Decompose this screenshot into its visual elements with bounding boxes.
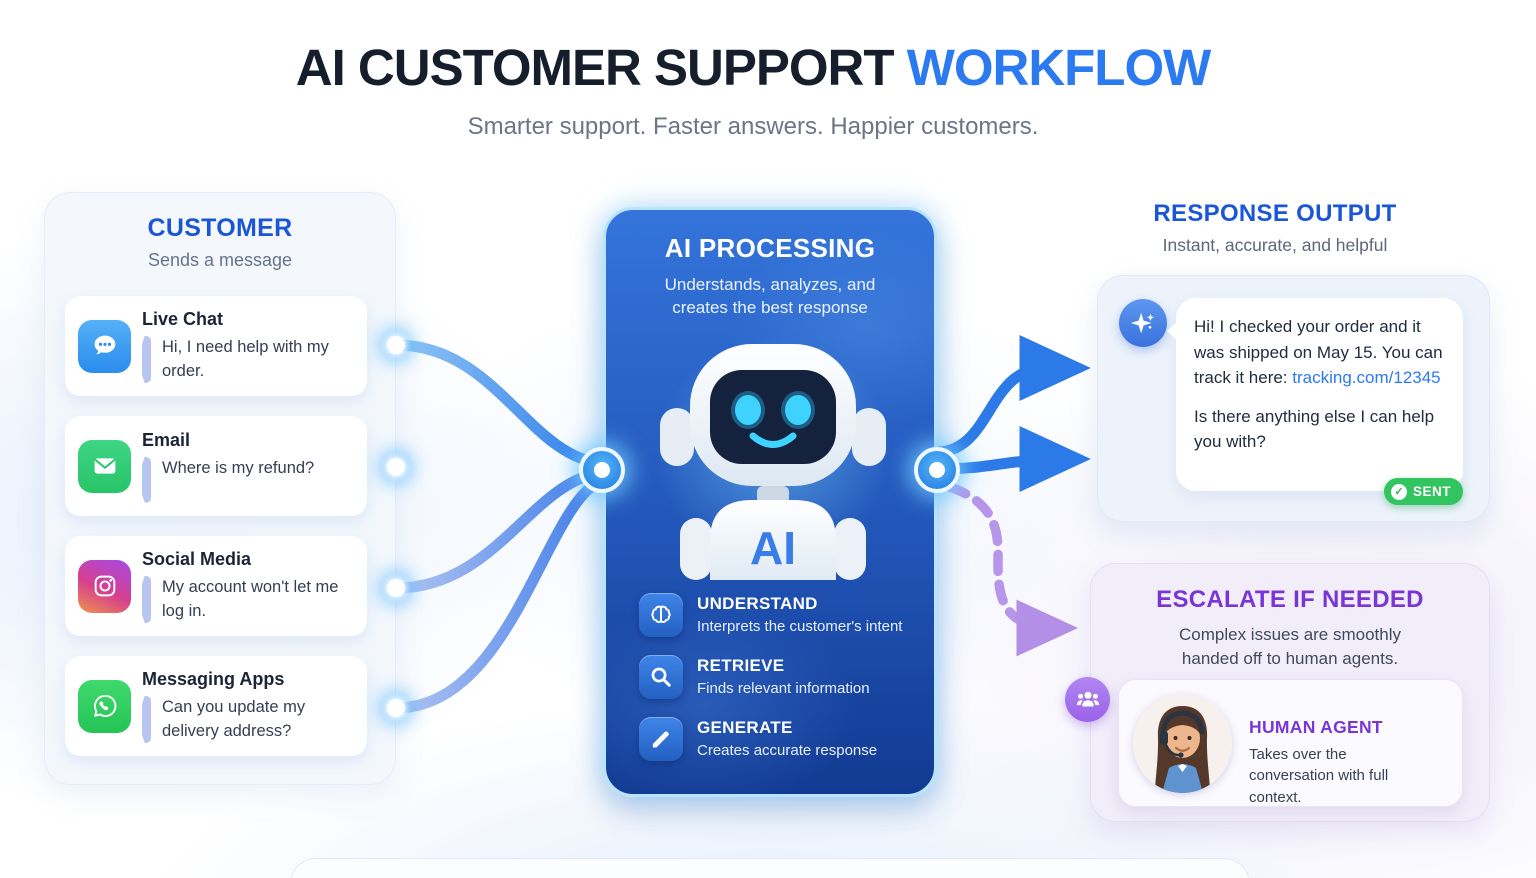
step-generate: GENERATE Creates accurate response	[639, 717, 914, 761]
response-output-header: RESPONSE OUTPUT Instant, accurate, and h…	[1060, 200, 1490, 256]
pencil-icon	[639, 717, 683, 761]
response-message: Hi! I checked your order and it was ship…	[1194, 314, 1445, 391]
status-badge-sent: ✓ SENT	[1384, 478, 1464, 505]
step-name: UNDERSTAND	[697, 594, 818, 613]
page-header: AI CUSTOMER SUPPORT WORKFLOW Smarter sup…	[0, 38, 1506, 141]
escalation-subtitle: Complex issues are smoothly handed off t…	[1178, 625, 1402, 668]
channel-message: Can you update my delivery address?	[162, 697, 306, 740]
channel-name: Email	[142, 429, 191, 450]
channel-card-messaging-apps: Messaging Apps Can you update my deliver…	[65, 656, 367, 756]
page-subtitle: Smarter support. Faster answers. Happier…	[467, 113, 1039, 140]
step-description: Finds relevant information	[697, 680, 870, 697]
brain-icon	[639, 593, 683, 637]
ai-processing-panel: AI PROCESSING Understands, analyzes, and…	[603, 207, 937, 797]
response-card: Hi! I checked your order and it was ship…	[1097, 275, 1490, 522]
page-title-dark: AI CUSTOMER SUPPORT	[295, 39, 895, 96]
agent-description: Takes over the conversation with full co…	[1249, 746, 1389, 806]
connector-dot	[387, 699, 405, 717]
customer-panel: CUSTOMER Sends a message Live Chat Hi, I…	[44, 192, 396, 785]
instagram-icon	[78, 559, 131, 613]
page-title: AI CUSTOMER SUPPORT WORKFLOW	[0, 38, 1506, 97]
bubble-tail	[142, 456, 151, 503]
processing-steps: UNDERSTAND Interprets the customer's int…	[639, 593, 914, 779]
agent-avatar	[1133, 694, 1232, 793]
channel-card-email: Email Where is my refund?	[65, 416, 367, 516]
channel-message: Hi, I need help with my order.	[162, 337, 329, 380]
sent-label: SENT	[1413, 484, 1452, 499]
bubble-tail	[142, 695, 151, 744]
output-node	[914, 447, 960, 493]
channel-card-social-media: Social Media My account won't let me log…	[65, 536, 367, 636]
envelope-icon	[78, 439, 131, 493]
ai-response-bubble: Hi! I checked your order and it was ship…	[1167, 298, 1463, 491]
channel-message: My account won't let me log in.	[162, 577, 339, 620]
connector-dot	[387, 579, 405, 597]
channel-message: Where is my refund?	[162, 458, 315, 477]
escalation-panel: ESCALATE IF NEEDED Complex issues are sm…	[1090, 563, 1490, 822]
ai-sparkle-icon	[1119, 299, 1167, 347]
search-icon	[639, 655, 683, 699]
channel-name: Social Media	[142, 548, 252, 569]
tracking-link[interactable]: tracking.com/12345	[1292, 368, 1441, 387]
customer-title: CUSTOMER	[147, 214, 293, 242]
chat-bubble-icon	[78, 319, 131, 373]
ai-robot-illustration: AI AI	[652, 328, 894, 580]
input-node	[579, 447, 625, 493]
response-subtitle: Instant, accurate, and helpful	[1162, 235, 1388, 255]
channel-name: Live Chat	[142, 308, 224, 329]
escalation-title: ESCALATE IF NEEDED	[1156, 586, 1424, 613]
step-name: RETRIEVE	[697, 656, 785, 675]
response-followup: Is there anything else I can help you wi…	[1194, 406, 1435, 452]
channel-card-live-chat: Live Chat Hi, I need help with my order.	[65, 296, 367, 396]
people-group-icon	[1065, 677, 1110, 722]
step-name: GENERATE	[697, 718, 793, 737]
step-retrieve: RETRIEVE Finds relevant information	[639, 655, 914, 699]
processing-title: AI PROCESSING	[664, 233, 876, 263]
human-agent-card: HUMAN AGENT Takes over the conversation …	[1118, 679, 1463, 807]
connector-dot	[387, 458, 405, 476]
page-title-accent: WORKFLOW	[906, 39, 1212, 96]
check-icon: ✓	[1391, 483, 1407, 500]
step-understand: UNDERSTAND Interprets the customer's int…	[639, 593, 914, 637]
connector-dot	[387, 336, 405, 354]
whatsapp-icon	[78, 679, 131, 733]
response-message-text: Hi! I checked your order and it was ship…	[1194, 317, 1443, 387]
step-description: Interprets the customer's intent	[697, 618, 903, 635]
customer-subtitle: Sends a message	[147, 250, 293, 270]
bubble-tail	[142, 575, 151, 624]
svg-text:AI: AI	[750, 522, 796, 574]
bottom-card-partial	[290, 858, 1250, 878]
response-title: RESPONSE OUTPUT	[1153, 200, 1397, 227]
channel-name: Messaging Apps	[142, 668, 285, 689]
bubble-tail	[142, 335, 151, 384]
agent-title: HUMAN AGENT	[1249, 717, 1383, 737]
processing-subtitle: Understands, analyzes, and creates the b…	[664, 275, 876, 317]
step-description: Creates accurate response	[697, 742, 878, 759]
